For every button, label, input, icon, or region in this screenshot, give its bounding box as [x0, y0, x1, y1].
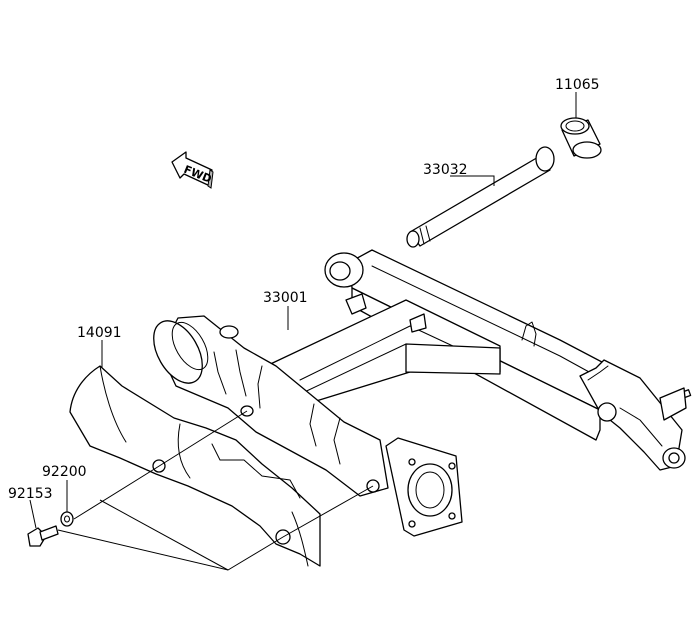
part-labels: 11065 33032 33001 14091 92200 92153	[8, 77, 600, 502]
washer	[60, 511, 74, 527]
cover-guard	[69, 365, 321, 567]
bolt	[27, 525, 59, 547]
label-33001: 33001	[263, 290, 308, 306]
leader-lines	[29, 92, 577, 571]
label-92200: 92200	[42, 464, 87, 480]
label-14091: 14091	[77, 325, 122, 341]
label-33032: 33032	[423, 162, 468, 178]
bushing	[560, 117, 602, 159]
label-11065: 11065	[555, 77, 600, 93]
fwd-arrow-icon: FWD	[171, 151, 214, 189]
fwd-label: FWD	[182, 163, 214, 186]
pivot-shaft	[406, 146, 555, 248]
swingarm-frame	[261, 249, 692, 471]
swingarm-main-tube	[153, 315, 463, 537]
label-92153: 92153	[8, 486, 53, 502]
